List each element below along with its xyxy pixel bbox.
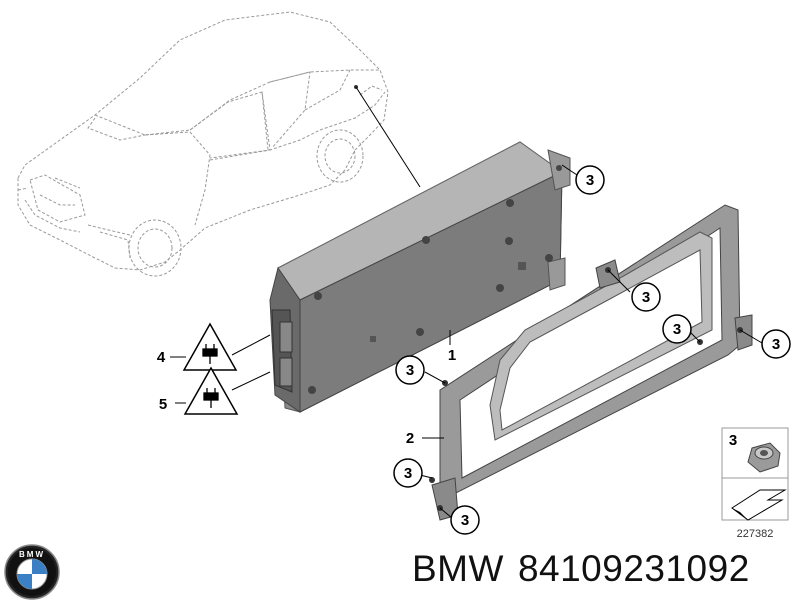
part-number: 84109231092 [517,548,750,589]
callout-3-f: 3 [393,458,423,488]
callout-label: 3 [586,172,594,189]
callout-3-d: 3 [761,329,791,359]
callout-label: 3 [404,465,412,482]
callout-label: 3 [673,321,681,338]
callout-3-c: 3 [662,314,692,344]
part-caption: BMW 84109231092 [412,548,764,590]
control-module-part-1 [269,141,571,413]
leader-line-car [355,86,421,188]
ref-label-2: 2 [406,430,414,447]
plug-warning-icon [183,366,239,415]
plug-warning-icon [182,322,238,371]
ref-label-5: 5 [159,396,167,413]
nut-icon [747,442,781,473]
callout-label: 3 [772,336,780,353]
callout-label: 3 [642,289,650,306]
callout-label: 3 [406,362,414,379]
legend-box: 3 227382 [721,427,789,540]
legend-item-number: 3 [729,432,737,449]
ref-label-1: 1 [448,347,456,364]
callout-3-e: 3 [395,355,425,385]
ref-label-4: 4 [157,349,166,366]
brand-name: BMW [412,548,504,589]
leader-lines [170,164,763,519]
bmw-logo: BMW [4,544,60,600]
callout-3-g: 3 [450,505,480,535]
arrow-icon [731,489,787,521]
callout-label: 3 [461,512,469,529]
car-outline-illustration [17,11,389,277]
image-number: 227382 [737,528,774,540]
svg-text:BMW: BMW [19,550,45,559]
callout-3-a: 3 [575,165,605,195]
callout-3-b: 3 [631,282,661,312]
